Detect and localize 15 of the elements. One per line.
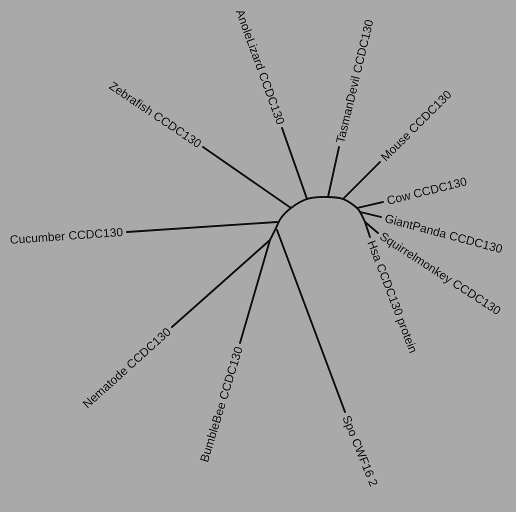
tree-branch [126,221,278,233]
tree-branch [364,221,371,238]
taxon-label: Cucumber CCDC130 [9,225,124,248]
tree-branch [342,161,381,200]
tree-branch [327,146,340,198]
tree-branch [276,229,346,413]
tree-branch [359,211,382,218]
taxon-label: Cow CCDC130 [385,174,468,208]
tree-branch [281,127,308,200]
tree-backbone-arc [269,196,366,241]
tree-branch [239,239,271,344]
tree-branch [171,239,271,328]
tree-branch [356,201,384,209]
tree-branch [202,146,292,209]
tree-branch [364,221,379,234]
